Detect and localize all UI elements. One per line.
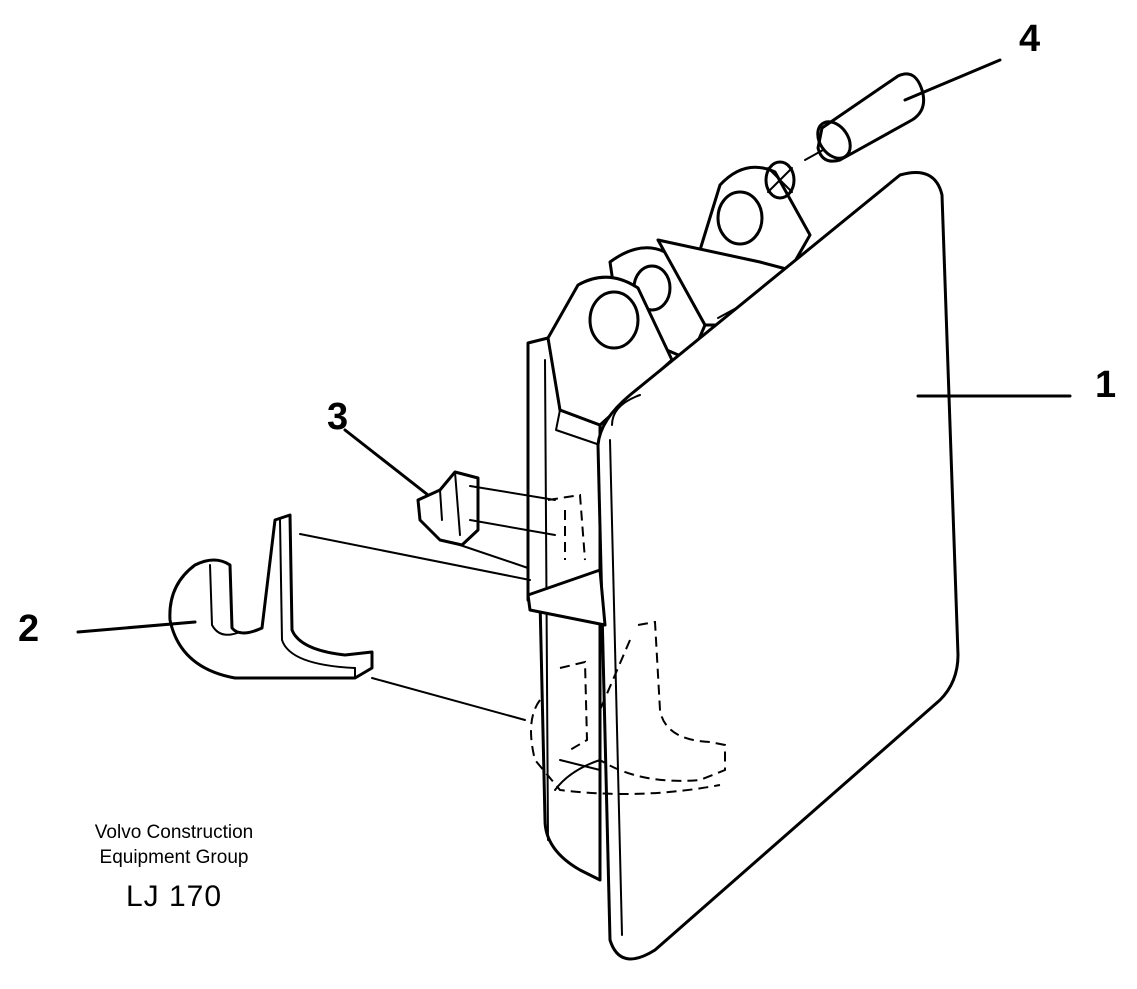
cross-web (526, 568, 607, 627)
face-plate (596, 171, 960, 961)
wedge-block (416, 470, 480, 547)
manufacturer-line-1: Volvo Construction (94, 822, 254, 843)
manufacturer-credit: Volvo Construction Equipment Group (64, 820, 284, 870)
callout-part-1: 1 (1095, 364, 1117, 406)
hook (168, 513, 374, 680)
bracket-plate (526, 160, 960, 961)
leader-lines (76, 58, 1072, 634)
lug-rear (698, 165, 812, 272)
callout-part-4: 4 (1019, 18, 1041, 60)
manufacturer-line-2: Equipment Group (99, 847, 249, 868)
callout-part-2: 2 (18, 608, 40, 650)
pivot-pin (816, 72, 926, 163)
assembly-lines (299, 149, 824, 721)
callout-part-3: 3 (327, 396, 349, 438)
drawing-code: LJ 170 (125, 880, 223, 913)
